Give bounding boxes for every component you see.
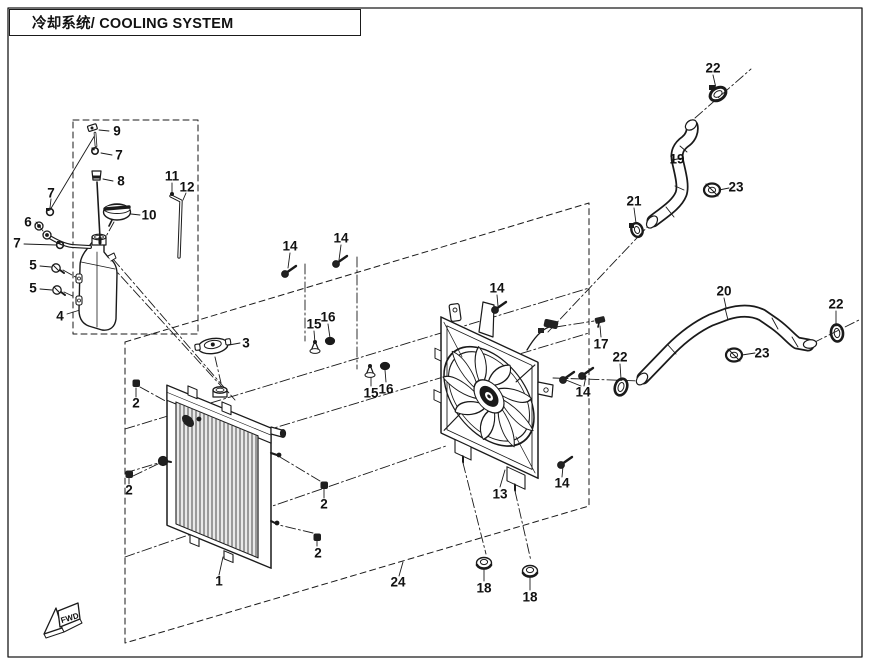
title-box: 冷却系统/ COOLING SYSTEM (9, 9, 361, 36)
wire-clamp-17 (594, 316, 606, 328)
clamp-22-left (613, 377, 629, 397)
clamp-7-upper (45, 207, 55, 217)
radiator-assembly (157, 337, 287, 569)
clamp-21 (629, 221, 644, 239)
bolts-14 (281, 254, 595, 469)
clamp-22-top (708, 85, 728, 103)
dipstick-8 (91, 170, 102, 245)
upper-hose-19 (645, 119, 699, 229)
radiator-cap-3 (194, 337, 232, 355)
fwd-direction-icon: FWD (43, 602, 83, 639)
clamp-22-right (829, 323, 845, 343)
overflow-tube-12 (169, 192, 183, 259)
lower-hose-20 (635, 304, 818, 386)
page-title: 冷却系统/ COOLING SYSTEM (32, 16, 234, 32)
reservoir-group-box (72, 119, 199, 335)
clamp-23-top (702, 182, 722, 198)
nuts-18 (475, 556, 539, 578)
fan-assembly (433, 301, 606, 492)
reservoir-assembly (34, 123, 183, 331)
mount-cones-15 (309, 340, 376, 378)
hose-clamps (613, 85, 845, 397)
washers-16 (324, 336, 391, 371)
grommets-2 (125, 379, 328, 541)
elbow-9 (86, 123, 98, 148)
leader-lines (23, 74, 837, 591)
clamp-7-top (91, 147, 100, 156)
clamp-7-lower (55, 240, 65, 250)
bolts-5 (51, 263, 66, 296)
main-group-box-24 (124, 202, 590, 644)
page-border (7, 7, 863, 658)
reservoir-cap-10 (102, 203, 132, 227)
clamp-23-bottom (724, 347, 744, 363)
